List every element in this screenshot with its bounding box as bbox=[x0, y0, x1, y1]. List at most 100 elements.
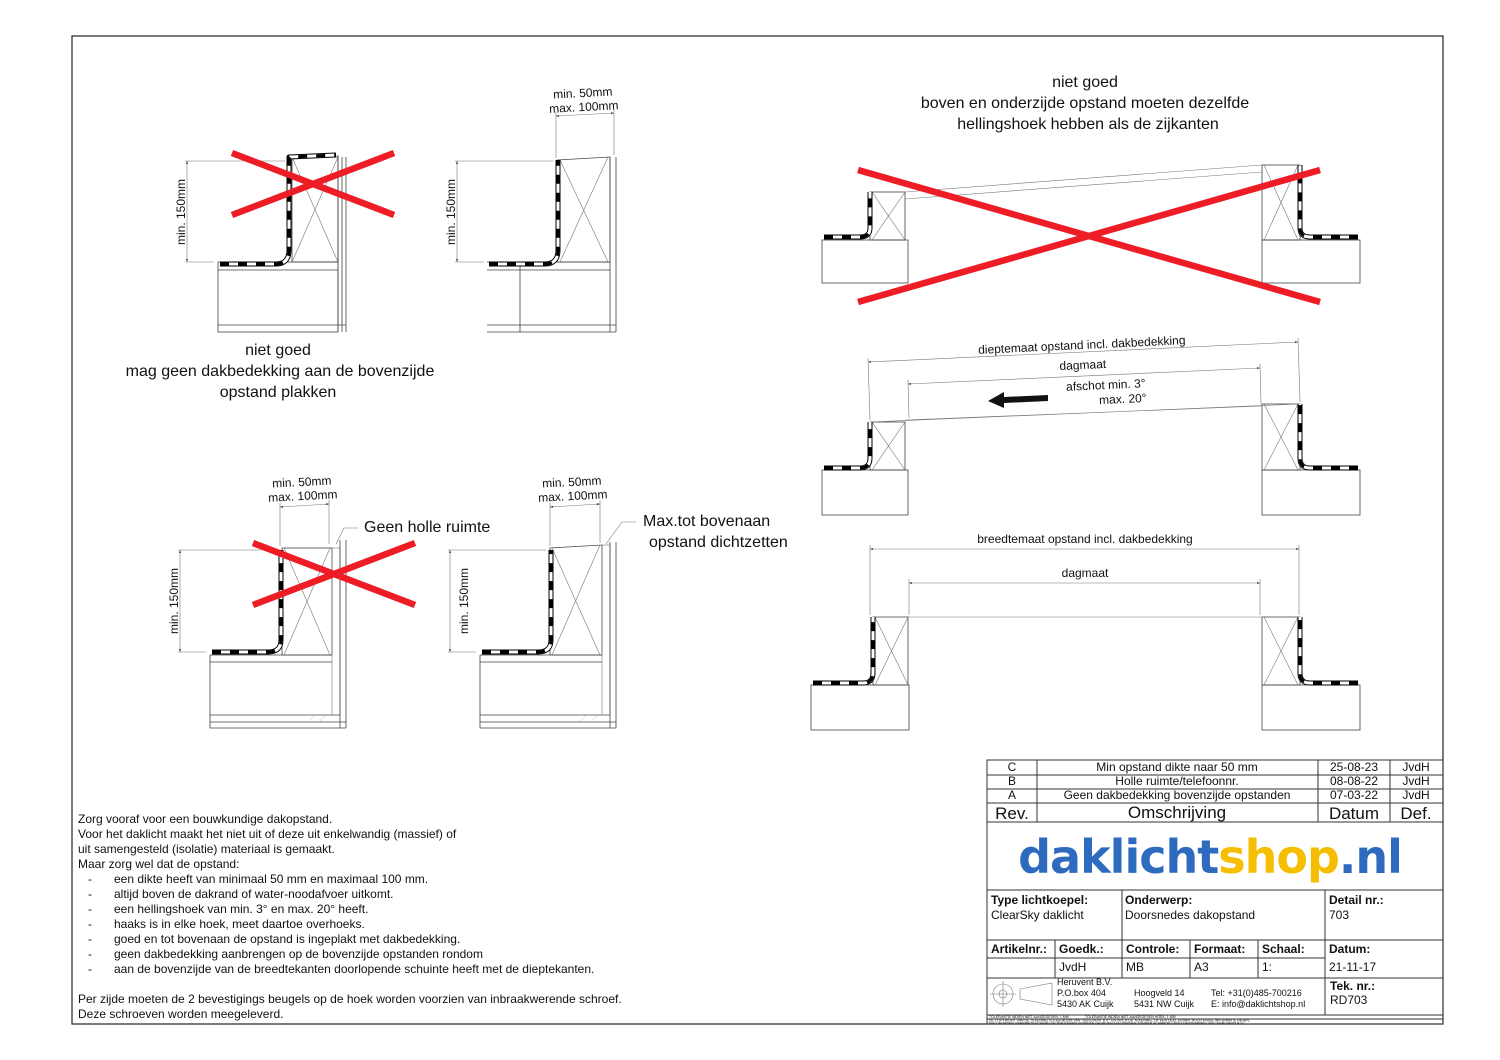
detail-value: 703 bbox=[1329, 908, 1349, 922]
revision-date: 25-08-23 bbox=[1330, 760, 1378, 774]
detail-label: Detail nr.: bbox=[1329, 893, 1384, 907]
detail-bottom-left: min. 150mm min. 50mm max. 100mm Geen hol… bbox=[167, 473, 490, 729]
revision-desc: Geen dakbedekking bovenzijde opstanden bbox=[1064, 788, 1291, 802]
subject-value: Doorsnedes dakopstand bbox=[1125, 908, 1255, 922]
detail-top-left: min. 150mm niet goed mag geen dakbedekki… bbox=[126, 149, 435, 401]
bullet-dash: - bbox=[88, 887, 92, 901]
approved-value: JvdH bbox=[1059, 960, 1086, 974]
note-line: Maar zorg wel dat de opstand: bbox=[78, 857, 239, 871]
drawing-frame bbox=[71, 35, 1444, 1025]
clear-dimension: dagmaat bbox=[1059, 357, 1107, 373]
note-line: Voor het daklicht maakt het niet uit of … bbox=[78, 827, 457, 841]
desc-header: Omschrijving bbox=[1128, 803, 1226, 822]
note-list-item: altijd boven de dakrand of water-noodafv… bbox=[114, 887, 394, 901]
note-list-item: goed en tot bovenaan de opstand is ingep… bbox=[114, 932, 460, 946]
company-line: P.O.box 404 bbox=[1057, 988, 1106, 998]
email: E: info@daklichtshop.nl bbox=[1211, 999, 1305, 1009]
width-dimension: max. 100mm bbox=[549, 98, 619, 116]
bullet-dash: - bbox=[88, 932, 92, 946]
callout-label: Geen holle ruimte bbox=[364, 519, 490, 536]
note-line: Zorg vooraf voor een bouwkundige dakopst… bbox=[78, 812, 332, 826]
width-dimension: breedtemaat opstand incl. dakbedekking bbox=[977, 532, 1192, 546]
bullet-dash: - bbox=[88, 902, 92, 916]
note-list-item: haaks is in elke hoek, meet daartoe over… bbox=[114, 917, 365, 931]
revision-by: JvdH bbox=[1402, 760, 1429, 774]
date-header: Datum bbox=[1329, 804, 1379, 823]
caption-line: niet goed bbox=[245, 342, 311, 359]
def-header: Def. bbox=[1400, 804, 1431, 823]
caption-line: mag geen dakbedekking aan de bovenzijde bbox=[126, 363, 435, 380]
revision-desc: Holle ruimte/telefoonnr. bbox=[1115, 774, 1238, 788]
slope-note: max. 20° bbox=[1099, 391, 1147, 407]
detail-depth-section: dieptemaat opstand incl. dakbedekking da… bbox=[821, 333, 1361, 516]
format-value: A3 bbox=[1194, 960, 1209, 974]
revision-by: JvdH bbox=[1402, 774, 1429, 788]
height-dimension: min. 150mm bbox=[174, 179, 188, 245]
detail-top-middle: min. 150mm min. 50mm max. 100mm bbox=[444, 84, 619, 333]
revision-rev: A bbox=[1008, 788, 1016, 802]
type-label: Type lichtkoepel: bbox=[991, 893, 1088, 907]
caption-line: boven en onderzijde opstand moeten dezel… bbox=[921, 95, 1249, 112]
detail-width-section: breedtemaat opstand incl. dakbedekking d… bbox=[810, 532, 1361, 731]
revision-date: 07-03-22 bbox=[1330, 788, 1378, 802]
format-label: Formaat: bbox=[1194, 942, 1245, 956]
caption-line: opstand plakken bbox=[220, 384, 337, 401]
detail-bottom-middle: min. 150mm min. 50mm max. 100mm Max.tot … bbox=[448, 473, 788, 729]
height-dimension: min. 150mm bbox=[444, 179, 458, 245]
slope-note: afschot min. 3° bbox=[1066, 376, 1146, 394]
type-value: ClearSky daklicht bbox=[991, 908, 1084, 922]
date-value: 21-11-17 bbox=[1329, 960, 1376, 974]
depth-dimension: dieptemaat opstand incl. dakbedekking bbox=[978, 333, 1186, 357]
article-label: Artikelnr.: bbox=[991, 942, 1047, 956]
tolerance-note: TOLERANTIE INDIEN NIET AANGEGEVEN: 1 MM bbox=[989, 1015, 1069, 1019]
revision-desc: Min opstand dikte naar 50 mm bbox=[1096, 760, 1257, 774]
bullet-dash: - bbox=[88, 962, 92, 976]
subject-label: Onderwerp: bbox=[1125, 893, 1192, 907]
callout-label: Max.tot bovenaan bbox=[643, 513, 770, 530]
scale-label: Schaal: bbox=[1262, 942, 1305, 956]
note-line: Deze schroeven worden meegeleverd. bbox=[78, 1007, 283, 1021]
copyright-note: MAG WORDEN GEREPRODUCEERD OF TER KENNIS … bbox=[989, 1022, 1245, 1026]
tolerance-note: TOLERANTIE INDIEN NIET AANGEGEVEN HOEK: … bbox=[1085, 1015, 1176, 1019]
projection-symbol-icon bbox=[990, 981, 1053, 1007]
width-dimension: min. 50mm bbox=[272, 473, 332, 490]
drawing-no-value: RD703 bbox=[1330, 993, 1368, 1007]
revision-date: 08-08-22 bbox=[1330, 774, 1378, 788]
date-label: Datum: bbox=[1329, 942, 1370, 956]
address-line: 5431 NW Cuijk bbox=[1134, 999, 1195, 1009]
note-list-item: een hellingshoek van min. 3° en max. 20°… bbox=[114, 902, 368, 916]
revision-rev: B bbox=[1008, 774, 1016, 788]
daklichtshop-logo: daklichtshop.nl bbox=[1018, 830, 1402, 884]
check-label: Controle: bbox=[1126, 942, 1179, 956]
note-list-item: een dikte heeft van minimaal 50 mm en ma… bbox=[114, 872, 428, 886]
note-line: uit samengesteld (isolatie) materiaal is… bbox=[78, 842, 335, 856]
width-dimension: min. 50mm bbox=[542, 473, 602, 490]
height-dimension: min. 150mm bbox=[457, 568, 471, 634]
company-line: Heruvent B.V. bbox=[1057, 977, 1112, 987]
check-value: MB bbox=[1126, 960, 1144, 974]
clear-dimension: dagmaat bbox=[1062, 566, 1109, 580]
caption-line: niet goed bbox=[1052, 74, 1118, 91]
bullet-dash: - bbox=[88, 947, 92, 961]
callout-label: opstand dichtzetten bbox=[649, 534, 788, 551]
address-line: Hoogveld 14 bbox=[1134, 988, 1185, 998]
width-dimension: max. 100mm bbox=[268, 487, 338, 505]
detail-top-right: niet goed boven en onderzijde opstand mo… bbox=[821, 74, 1361, 306]
caption-line: hellingshoek hebben als de zijkanten bbox=[957, 116, 1219, 133]
revision-by: JvdH bbox=[1402, 788, 1429, 802]
bullet-dash: - bbox=[88, 872, 92, 886]
rev-header: Rev. bbox=[995, 804, 1029, 823]
revision-rev: C bbox=[1008, 760, 1017, 774]
company-line: 5430 AK Cuijk bbox=[1057, 999, 1114, 1009]
height-dimension: min. 150mm bbox=[167, 568, 181, 634]
notes: Zorg vooraf voor een bouwkundige dakopst… bbox=[78, 812, 622, 1021]
width-dimension: max. 100mm bbox=[538, 487, 608, 505]
phone: Tel: +31(0)485-700216 bbox=[1211, 988, 1302, 998]
note-list-item: geen dakbedekking aanbrengen op de boven… bbox=[114, 947, 483, 961]
scale-value: 1: bbox=[1262, 960, 1272, 974]
copyright-note: DE COPYRIGHT VAN DE TEKENING IS EIGENDOM… bbox=[989, 1019, 1250, 1023]
width-dimension: min. 50mm bbox=[553, 84, 613, 101]
approved-label: Goedk.: bbox=[1059, 942, 1104, 956]
